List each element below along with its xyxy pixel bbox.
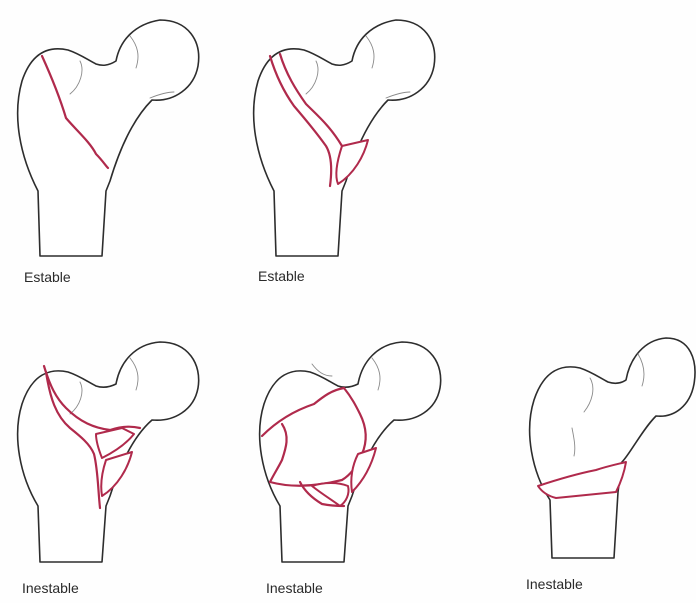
femur-outline	[260, 342, 441, 562]
panel-label: Inestable	[22, 580, 79, 596]
femur-panel-stable-2	[246, 6, 446, 261]
femur-panel-stable-1	[10, 6, 210, 261]
lesser-trochanter-fragment	[336, 140, 368, 184]
panel-label: Estable	[24, 269, 71, 285]
femur-panel-unstable-2	[252, 336, 462, 566]
femur-panel-unstable-3	[512, 332, 696, 562]
panel-label: Inestable	[526, 576, 583, 592]
panel-label: Inestable	[266, 580, 323, 596]
femur-panel-unstable-1	[10, 336, 210, 566]
femur-outline	[18, 20, 199, 256]
panel-label: Estable	[258, 268, 305, 284]
femur-outline	[530, 338, 695, 558]
